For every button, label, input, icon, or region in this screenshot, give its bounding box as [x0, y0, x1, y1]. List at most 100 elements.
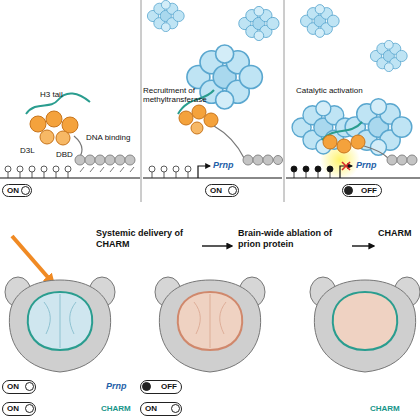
state-toggle: ON: [140, 402, 182, 416]
methyltransferase-recruitment-part-part: [152, 172, 153, 178]
charm-unbound-part-part: [68, 172, 69, 178]
charm-unbound: [0, 93, 140, 178]
catalytic-activation-part-part: [342, 162, 350, 170]
methyltransferase-recruitment-part: [179, 111, 193, 125]
charm-unbound-part-part: [110, 167, 114, 172]
mouse-prion-ablated: [155, 277, 265, 372]
mouse-treated-part: [28, 292, 92, 350]
catalytic-activation-part: [340, 166, 352, 178]
construct-label: CHARM: [101, 404, 139, 413]
charm-unbound-part: [46, 111, 62, 127]
charm-unbound-part-part: [41, 166, 47, 172]
state-toggle: OFF: [140, 380, 182, 394]
charm-unbound-part-part: [8, 172, 9, 178]
mouse-treated-part: [44, 294, 76, 348]
charm-unbound-part-part: [100, 167, 104, 172]
charm-unbound-part: [62, 117, 78, 133]
catalytic-activation-part: [301, 5, 340, 38]
catalytic-activation-part-part: [315, 166, 321, 172]
step-label: Catalytic activation: [296, 86, 406, 95]
mouse-persistent-part: [333, 292, 397, 350]
catalytic-activation-part-part: [397, 155, 407, 165]
charm-unbound-part-part: [130, 167, 134, 172]
catalytic-activation-part-part: [294, 172, 295, 178]
toggle-state-text: OFF: [361, 187, 377, 195]
catalytic-activation-part-part: [387, 155, 397, 165]
methyltransferase-recruitment-part-part: [149, 166, 155, 172]
catalytic-activation-part-part: [407, 155, 417, 165]
catalytic-activation-part: [387, 155, 417, 165]
charm-unbound-part: [80, 167, 134, 172]
methyltransferase-recruitment-part-part: [188, 172, 189, 178]
delivery-arrow: [12, 236, 52, 282]
charm-unbound-part: [40, 130, 54, 144]
charm-unbound-part-part: [5, 166, 11, 172]
charm-unbound-part-part: [85, 155, 95, 165]
construct-label: CHARM: [370, 404, 418, 413]
catalytic-activation-part-part: [318, 172, 319, 178]
catalytic-activation-part-part: [327, 166, 333, 172]
panel-dividers-part: [141, 0, 142, 202]
methyltransferase-recruitment-part-part: [253, 155, 263, 165]
toggle-state-text: ON: [210, 187, 222, 195]
charm-unbound-part-part: [65, 166, 71, 172]
catalytic-activation-part-part: [303, 166, 309, 172]
charm-unbound-part-part: [17, 166, 23, 172]
catalytic-activation-part: [364, 146, 388, 158]
toggle-knob: [142, 382, 151, 391]
state-toggle: ON: [2, 380, 36, 394]
methyltransferase-recruitment-part-part: [274, 156, 283, 165]
methyltransferase-recruitment-part-part: [263, 155, 273, 165]
methyltransferase-recruitment-part-part: [176, 172, 177, 178]
charm-unbound-part: [5, 166, 71, 178]
methyltransferase-recruitment: [143, 0, 283, 178]
charm-unbound-part-part: [53, 166, 59, 172]
component-label: DNA binding: [86, 133, 140, 142]
catalytic-activation-part: [370, 40, 407, 71]
methyltransferase-recruitment-part: [198, 166, 210, 178]
methyltransferase-recruitment-part-part: [185, 166, 191, 172]
catalytic-activation-part: [337, 139, 351, 153]
methyltransferase-recruitment-part-part: [243, 155, 253, 165]
catalytic-activation: [286, 5, 420, 180]
charm-unbound-part-part: [115, 155, 125, 165]
delivery-arrow-part: [12, 236, 52, 282]
charm-unbound-part-part: [125, 155, 135, 165]
catalytic-activation-part-part: [342, 162, 350, 170]
charm-unbound-part-part: [95, 155, 105, 165]
state-toggle: ON: [205, 184, 239, 197]
charm-unbound-part-part: [120, 167, 124, 172]
charm-unbound-part-part: [75, 155, 85, 165]
step-title: Systemic delivery of CHARM: [96, 228, 200, 250]
component-label: D3L: [20, 146, 50, 155]
methyltransferase-recruitment-part: [192, 105, 206, 119]
panel-dividers: [141, 0, 284, 202]
gene-label: Prnp: [106, 381, 138, 391]
catalytic-activation-part-part: [291, 166, 297, 172]
toggle-knob: [21, 186, 30, 195]
charm-unbound-part-part: [105, 155, 115, 165]
charm-unbound-part: [56, 131, 70, 145]
toggle-state-text: ON: [145, 405, 157, 413]
catalytic-activation-part: [323, 135, 337, 149]
methyltransferase-recruitment-part: [239, 6, 279, 40]
step-label: Recruitment of methyltransferase: [143, 86, 235, 104]
catalytic-activation-part: [291, 166, 333, 178]
charm-unbound-part-part: [32, 172, 33, 178]
charm-unbound-part-part: [80, 167, 84, 172]
catalytic-activation-part: [351, 135, 365, 149]
toggle-knob: [25, 382, 34, 391]
component-label: H3 tail: [40, 90, 90, 99]
toggle-state-text: OFF: [161, 383, 177, 391]
methyltransferase-recruitment-part: [191, 122, 203, 134]
catalytic-activation-part-part: [306, 172, 307, 178]
toggle-knob: [228, 186, 237, 195]
step-title: Brain-wide ablation of prion protein: [238, 228, 350, 250]
charm-unbound-part-part: [56, 172, 57, 178]
catalytic-activation-part-part: [330, 172, 331, 178]
methyltransferase-recruitment-part: [147, 0, 184, 31]
toggle-knob: [171, 404, 180, 413]
toggle-state-text: ON: [7, 187, 19, 195]
